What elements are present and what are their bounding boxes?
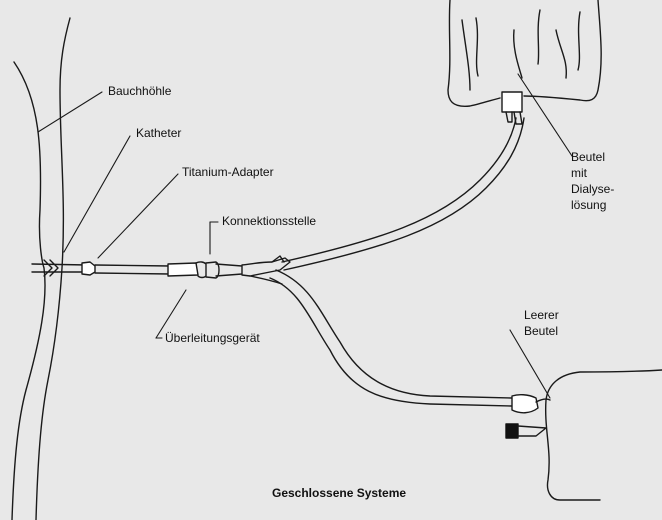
dialysis-bag xyxy=(447,0,602,125)
label-beutel-line1: Beutel xyxy=(571,150,606,164)
label-konnektionsstelle: Konnektionsstelle xyxy=(222,214,317,228)
clamp-icon xyxy=(505,423,547,439)
label-beutel-line4: lösung xyxy=(571,198,607,212)
label-bauchhoehle: Bauchhöhle xyxy=(108,84,172,98)
label-leerer-line2: Beutel xyxy=(524,324,559,338)
leader-lines xyxy=(37,73,573,399)
titanium-adapter xyxy=(81,261,96,276)
drain-line xyxy=(269,269,513,407)
catheter xyxy=(31,259,89,277)
transfer-set-connector xyxy=(167,261,243,279)
supply-line xyxy=(281,117,525,271)
label-leerer-line1: Leerer xyxy=(524,308,559,322)
y-connector xyxy=(241,255,291,285)
abdominal-wall xyxy=(11,17,71,520)
transfer-set-tube xyxy=(94,264,171,275)
label-katheter: Katheter xyxy=(136,126,182,140)
label-beutel-line2: mit xyxy=(571,166,587,180)
diagram-caption: Geschlossene Systeme xyxy=(272,486,407,500)
label-ueberleitungsgeraet: Überleitungsgerät xyxy=(165,331,260,345)
empty-bag xyxy=(511,369,662,501)
label-titanium-adapter: Titanium-Adapter xyxy=(182,165,274,179)
label-beutel-line3: Dialyse- xyxy=(571,182,615,196)
